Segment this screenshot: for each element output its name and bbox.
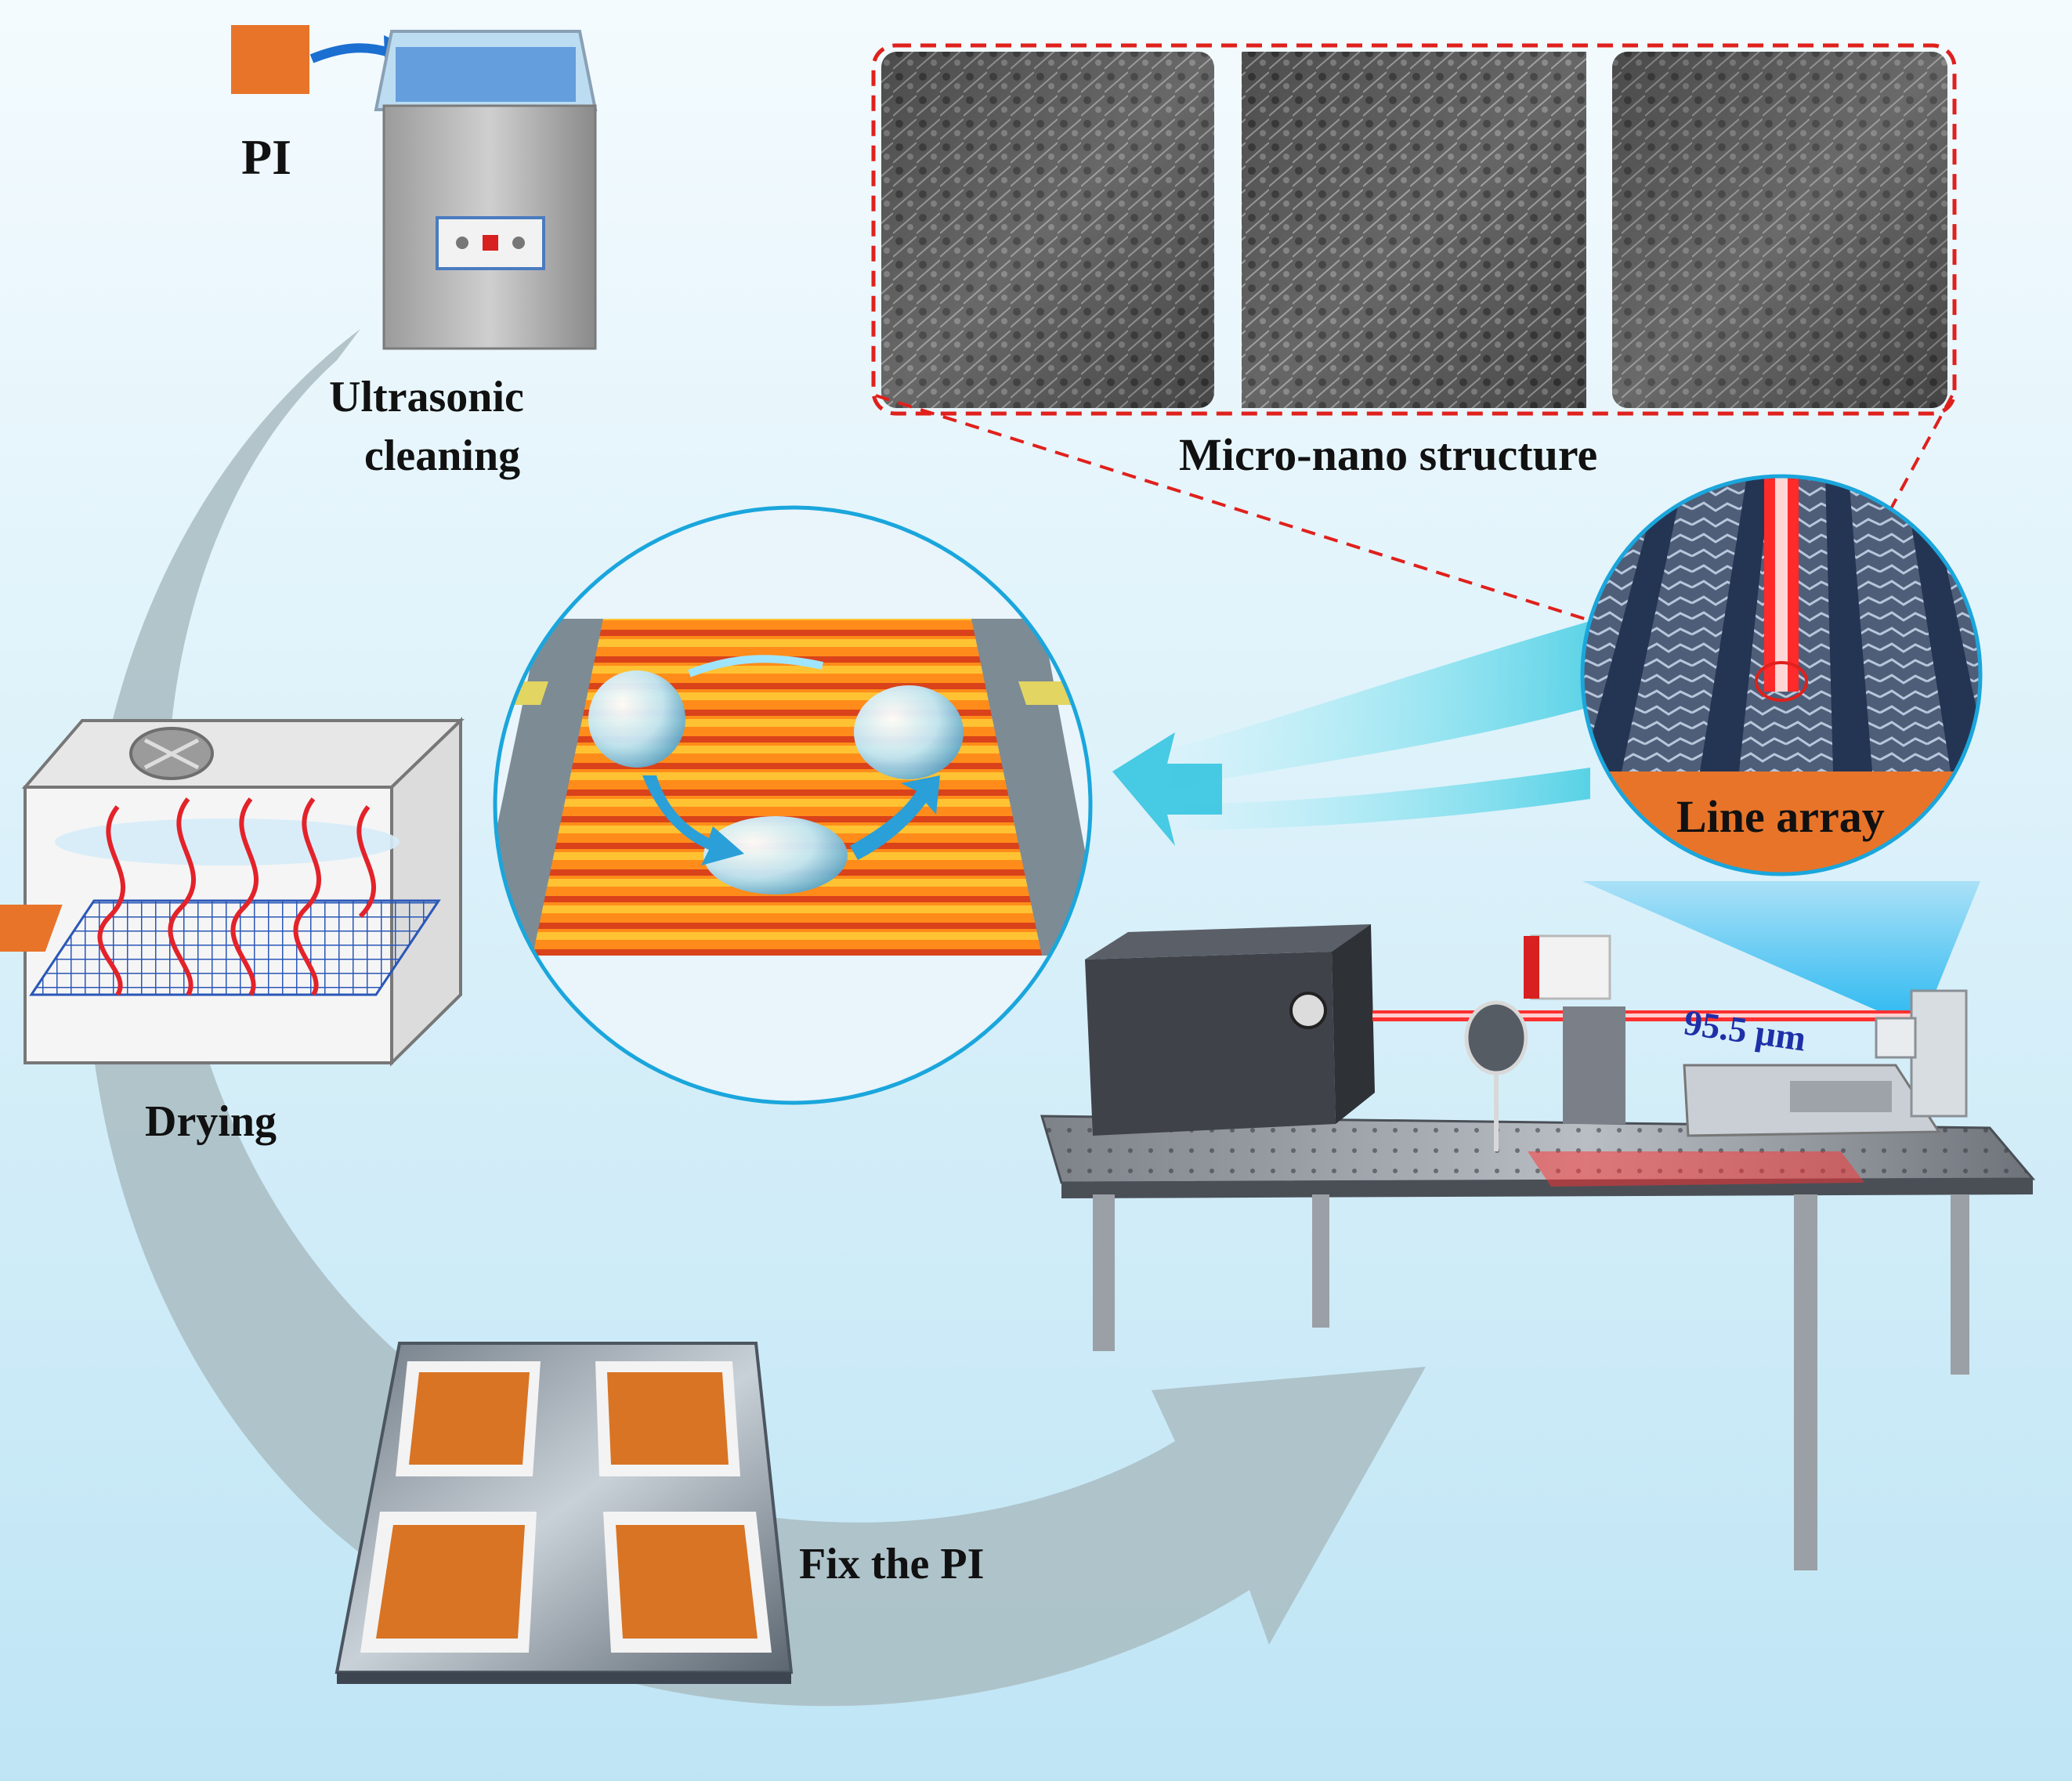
cyan-beam-arrow-icon [1112,619,1598,846]
pi-fixture-plate-icon [334,1342,794,1684]
pi-block-icon [231,25,309,94]
ultrasonic-label-line2: cleaning [364,432,520,480]
laser-processing-table-icon [1040,924,2036,1570]
line-array-circle [1580,474,1983,876]
line-array-label: Line array [1676,791,1885,842]
ultrasonic-bath-icon [374,30,598,350]
drying-oven-icon [0,717,465,1067]
fix-pi-label: Fix the PI [799,1540,984,1588]
ultrasonic-label-line1: Ultrasonic [329,373,524,421]
magnification-cone [1582,881,1980,1022]
sem-images-panel [871,43,1957,416]
droplet-magnified-circle [493,505,1093,1105]
drying-label: Drying [145,1097,277,1146]
pi-label: PI [241,129,291,185]
process-flow-arrow [85,329,1427,1707]
water-droplet-icon [588,655,964,894]
micro-nano-label: Micro-nano structure [1179,429,1597,480]
droplet-motion-arrows-icon [642,775,940,865]
